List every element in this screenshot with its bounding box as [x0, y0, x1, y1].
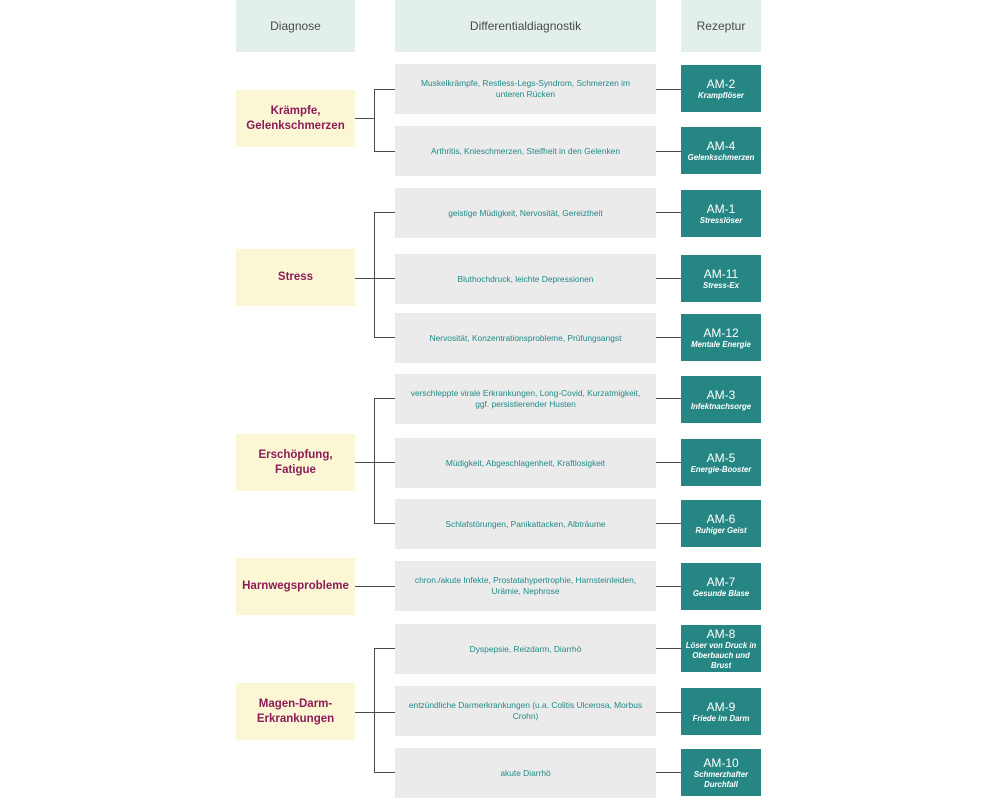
connector-line: [374, 212, 395, 213]
differential-box: Arthritis, Knieschmerzen, Steifheit in d…: [395, 126, 656, 176]
connector-line: [374, 648, 375, 773]
recipe-name: Infektnachsorge: [690, 401, 752, 411]
recipe-box: AM-1 Stresslöser: [681, 190, 761, 237]
connector-line: [355, 712, 374, 713]
recipe-code: AM-6: [706, 511, 736, 526]
recipe-name: Friede im Darm: [692, 713, 750, 723]
diagnosis-box: Magen-Darm-Erkrankungen: [236, 683, 355, 740]
connector-line: [355, 118, 374, 119]
differential-box: verschleppte virale Erkrankungen, Long-C…: [395, 374, 656, 424]
recipe-code: AM-8: [706, 626, 736, 641]
connector-line: [656, 586, 681, 587]
recipe-code: AM-10: [703, 755, 739, 770]
recipe-box: AM-2 Krampflöser: [681, 65, 761, 112]
connector-line: [374, 462, 395, 463]
connector-line: [656, 648, 681, 649]
differential-box: Dyspepsie, Reizdarm, Diarrhö: [395, 624, 656, 674]
recipe-box: AM-5 Energie-Booster: [681, 439, 761, 486]
connector-line: [656, 151, 681, 152]
connector-line: [374, 212, 375, 338]
connector-line: [355, 586, 395, 587]
recipe-name: Schmerzhafter Durchfall: [693, 769, 749, 789]
connector-line: [656, 398, 681, 399]
recipe-code: AM-5: [706, 450, 736, 465]
recipe-name: Gelenkschmerzen: [687, 152, 755, 162]
recipe-name: Löser von Druck in Oberbauch und Brust: [685, 640, 757, 670]
recipe-name: Mentale Energie: [691, 339, 751, 349]
recipe-box: AM-9 Friede im Darm: [681, 688, 761, 735]
diagnosis-box: Erschöpfung, Fatigue: [236, 434, 355, 491]
connector-line: [374, 772, 395, 773]
differential-box: entzündliche Darmerkrankungen (u.a. Coli…: [395, 686, 656, 736]
recipe-name: Krampflöser: [698, 90, 744, 100]
differential-box: geistige Müdigkeit, Nervosität, Gereizth…: [395, 188, 656, 238]
recipe-box: AM-10 Schmerzhafter Durchfall: [681, 749, 761, 796]
connector-line: [656, 523, 681, 524]
recipe-name: Energie-Booster: [690, 464, 752, 474]
recipe-code: AM-12: [703, 325, 739, 340]
connector-line: [374, 151, 395, 152]
connector-line: [656, 278, 681, 279]
connector-line: [355, 278, 374, 279]
differential-box: Bluthochdruck, leichte Depressionen: [395, 254, 656, 304]
recipe-name: Stress-Ex: [703, 280, 739, 290]
differential-box: Schlafstörungen, Panikattacken, Albträum…: [395, 499, 656, 549]
recipe-code: AM-4: [706, 138, 736, 153]
differential-box: akute Diarrhö: [395, 748, 656, 798]
connector-line: [656, 337, 681, 338]
differential-box: Muskelkrämpfe, Restless-Legs-Syndrom, Sc…: [395, 64, 656, 114]
header-rezeptur: Rezeptur: [681, 0, 761, 52]
recipe-box: AM-12 Mentale Energie: [681, 314, 761, 361]
recipe-code: AM-3: [706, 387, 736, 402]
recipe-code: AM-1: [706, 201, 736, 216]
recipe-name: Stresslöser: [699, 215, 743, 225]
diagnosis-box: Stress: [236, 249, 355, 306]
recipe-name: Gesunde Blase: [692, 588, 750, 598]
connector-line: [656, 772, 681, 773]
connector-line: [656, 462, 681, 463]
recipe-box: AM-7 Gesunde Blase: [681, 563, 761, 610]
recipe-box: AM-6 Ruhiger Geist: [681, 500, 761, 547]
connector-line: [374, 89, 395, 90]
connector-line: [374, 278, 395, 279]
connector-line: [374, 523, 395, 524]
recipe-code: AM-7: [706, 574, 736, 589]
recipe-code: AM-11: [703, 266, 739, 281]
recipe-code: AM-9: [706, 699, 736, 714]
recipe-code: AM-2: [706, 76, 736, 91]
connector-line: [374, 89, 375, 152]
connector-line: [355, 462, 374, 463]
differential-box: chron./akute Infekte, Prostatahypertroph…: [395, 561, 656, 611]
connector-line: [656, 212, 681, 213]
connector-line: [374, 398, 375, 524]
connector-line: [374, 337, 395, 338]
header-diagnose: Diagnose: [236, 0, 355, 52]
recipe-box: AM-4 Gelenkschmerzen: [681, 127, 761, 174]
recipe-box: AM-8 Löser von Druck in Oberbauch und Br…: [681, 625, 761, 672]
recipe-name: Ruhiger Geist: [695, 525, 747, 535]
differential-box: Nervosität, Konzentrationsprobleme, Prüf…: [395, 313, 656, 363]
recipe-box: AM-3 Infektnachsorge: [681, 376, 761, 423]
connector-line: [374, 648, 395, 649]
recipe-box: AM-11 Stress-Ex: [681, 255, 761, 302]
header-differentialdiagnostik: Differentialdiagnostik: [395, 0, 656, 52]
connector-line: [374, 398, 395, 399]
connector-line: [656, 89, 681, 90]
diagnosis-box: Harnwegsprobleme: [236, 558, 355, 615]
differential-box: Müdigkeit, Abgeschlagenheit, Kraftlosigk…: [395, 438, 656, 488]
connector-line: [374, 712, 395, 713]
diagnosis-box: Krämpfe, Gelenkschmerzen: [236, 90, 355, 147]
connector-line: [656, 712, 681, 713]
